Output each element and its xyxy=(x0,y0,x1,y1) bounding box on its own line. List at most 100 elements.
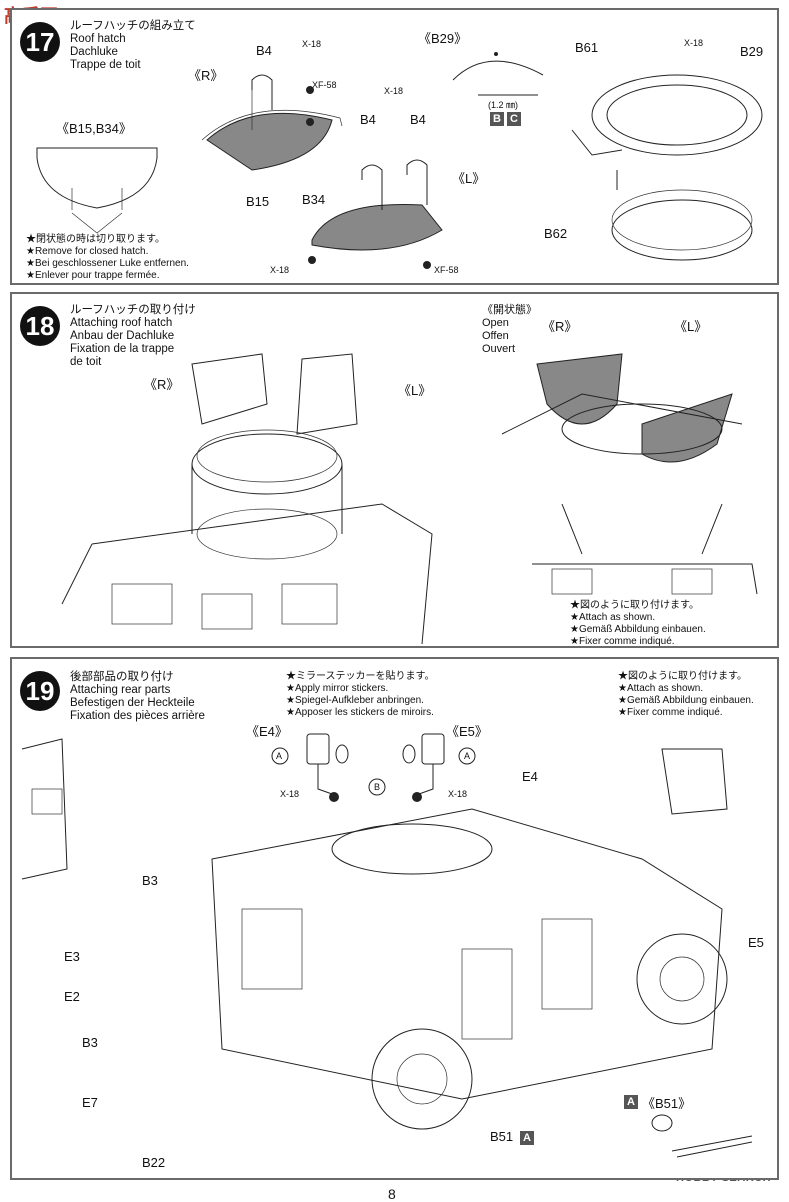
step-19-title-de: Befestigen der Heckteile xyxy=(70,697,195,709)
part-b4-l2: B4 xyxy=(410,112,426,127)
step-19-title-fr: Fixation des pièces arrière xyxy=(70,710,205,722)
mirror-notes: ★ミラーステッカーを貼ります。 ★Apply mirror stickers. … xyxy=(286,671,435,719)
step-19-title-jp: 後部部品の取り付け xyxy=(70,671,174,683)
label-l-open: 《L》 xyxy=(674,319,708,334)
note-18-de: ★Gemäß Abbildung einbauen. xyxy=(570,624,706,635)
part-b51: B51 xyxy=(490,1129,514,1144)
note-18-fr: ★Fixer comme indiqué. xyxy=(570,636,675,647)
vehicle-roof-drawing xyxy=(61,353,433,645)
part-e4: E4 xyxy=(522,769,538,784)
mirror-note-en: ★Apply mirror stickers. xyxy=(286,683,389,694)
label-r-18: 《R》 xyxy=(144,377,180,392)
paint-xf58-l: XF-58 xyxy=(434,265,459,275)
attach-notes: ★図のように取り付けます。 ★Attach as shown. ★Gemäß A… xyxy=(618,671,754,719)
b29-drill-drawing xyxy=(452,52,544,96)
step-18-title-en: Attaching roof hatch xyxy=(70,317,173,329)
open-state-title: 《開状態》 Open Offen Ouvert xyxy=(482,304,537,356)
part-b3-top: B3 xyxy=(142,873,158,888)
page-number: 8 xyxy=(388,1186,396,1202)
step-17-notes: ★閉状態の時は切り取ります。 ★Remove for closed hatch.… xyxy=(26,234,189,282)
step-19-title-en: Attaching rear parts xyxy=(70,684,171,696)
part-b4-l1: B4 xyxy=(360,112,376,127)
step-19-number: 19 xyxy=(20,671,60,711)
step-17-number: 17 xyxy=(20,22,60,62)
open-hatch-drawing xyxy=(501,353,743,463)
circle-a-left: A xyxy=(276,751,283,761)
attach-note-fr: ★Fixer comme indiqué. xyxy=(618,707,723,718)
circle-a-right: A xyxy=(464,751,471,761)
label-e5-tag: 《E5》 xyxy=(446,724,488,739)
step-19-title: 後部部品の取り付け Attaching rear parts Befestige… xyxy=(70,671,205,723)
step-18-title: ルーフハッチの取り付け Attaching roof hatch Anbau d… xyxy=(70,304,196,369)
step-17-title-de: Dachluke xyxy=(70,46,118,58)
b51-detail-drawing xyxy=(651,1114,753,1158)
label-b29-tag: 《B29》 xyxy=(418,31,468,46)
part-b61: B61 xyxy=(575,40,599,55)
note-de: ★Bei geschlossener Luke entfernen. xyxy=(26,258,189,269)
part-b3-bottom: B3 xyxy=(82,1035,98,1050)
note-en: ★Remove for closed hatch. xyxy=(26,246,149,257)
paint-x18-l: X-18 xyxy=(270,265,290,275)
box-letter-a-detail: A xyxy=(624,1095,638,1109)
mirror-detail-drawing xyxy=(271,733,476,802)
step-18-title-fr2: de toit xyxy=(70,356,102,368)
attach-note-en: ★Attach as shown. xyxy=(618,683,704,694)
part-b29: B29 xyxy=(740,44,764,59)
mirror-note-fr: ★Apposer les stickers de miroirs. xyxy=(286,707,434,718)
step-17-title-jp: ルーフハッチの組み立て xyxy=(70,20,196,32)
step-18-number: 18 xyxy=(20,306,60,346)
note-18-jp: ★図のように取り付けます。 xyxy=(570,600,699,611)
open-de: Offen xyxy=(482,330,509,342)
label-b51-tag: 《B51》 xyxy=(642,1096,692,1111)
hatch-l-drawing xyxy=(308,159,443,269)
part-e7: E7 xyxy=(82,1095,98,1110)
paint-x18-ring: X-18 xyxy=(684,38,704,48)
part-e5: E5 xyxy=(748,935,764,950)
part-b4-r: B4 xyxy=(256,43,272,58)
paint-x18-r: X-18 xyxy=(302,39,322,49)
mirror-note-de: ★Spiegel-Aufkleber anbringen. xyxy=(286,695,424,706)
step-17-title-en: Roof hatch xyxy=(70,33,126,45)
label-l-18: 《L》 xyxy=(398,383,432,398)
step-18-title-jp: ルーフハッチの取り付け xyxy=(70,304,196,316)
turret-ring-drawing xyxy=(571,74,763,261)
step-17-title-fr: Trappe de toit xyxy=(70,59,141,71)
paint-x18-left: X-18 xyxy=(280,789,300,799)
label-b15-b34: 《B15,B34》 xyxy=(56,121,132,136)
part-e2: E2 xyxy=(64,989,80,1004)
note-jp: ★閉状態の時は切り取ります。 xyxy=(26,234,165,245)
step-18-title-fr: Fixation de la trappe xyxy=(70,343,175,355)
open-fr: Ouvert xyxy=(482,343,516,355)
note-18-en: ★Attach as shown. xyxy=(570,612,656,623)
label-l: 《L》 xyxy=(452,171,486,186)
paint-xf58-r: XF-58 xyxy=(312,80,337,90)
part-e3: E3 xyxy=(64,949,80,964)
part-b15: B15 xyxy=(246,194,270,209)
attach-note-jp: ★図のように取り付けます。 xyxy=(618,671,747,682)
hatch-r-drawing xyxy=(201,74,343,171)
open-en: Open xyxy=(482,317,509,329)
attach-note-de: ★Gemäß Abbildung einbauen. xyxy=(618,695,754,706)
step-19-panel: 19 後部部品の取り付け Attaching rear parts Befest… xyxy=(10,657,779,1180)
box-letter-b: B xyxy=(490,112,504,126)
step-17-panel: 17 ルーフハッチの組み立て Roof hatch Dachluke Trapp… xyxy=(10,8,779,285)
mirror-note-jp: ★ミラーステッカーを貼ります。 xyxy=(286,671,435,682)
circle-b: B xyxy=(374,782,381,792)
vehicle-rear-drawing xyxy=(21,738,728,1130)
part-b34: B34 xyxy=(302,192,326,207)
part-b62: B62 xyxy=(544,226,568,241)
note-fr: ★Enlever pour trappe fermée. xyxy=(26,270,160,281)
box-letter-c: C xyxy=(507,112,521,126)
open-jp: 《開状態》 xyxy=(482,304,537,316)
hatch-profile-drawing xyxy=(36,147,158,234)
paint-x18-right: X-18 xyxy=(448,789,468,799)
box-letter-a-b51: A xyxy=(520,1131,534,1145)
step-18-panel: 18 ルーフハッチの取り付け Attaching roof hatch Anba… xyxy=(10,292,779,648)
drill-size: (1.2 ㎜) xyxy=(488,100,519,110)
step-18-notes: ★図のように取り付けます。 ★Attach as shown. ★Gemäß A… xyxy=(570,600,706,647)
label-r-open: 《R》 xyxy=(542,319,578,334)
paint-x18-l-top: X-18 xyxy=(384,86,404,96)
label-r: 《R》 xyxy=(188,68,224,83)
step-18-title-de: Anbau der Dachluke xyxy=(70,330,175,342)
part-b22: B22 xyxy=(142,1155,166,1170)
